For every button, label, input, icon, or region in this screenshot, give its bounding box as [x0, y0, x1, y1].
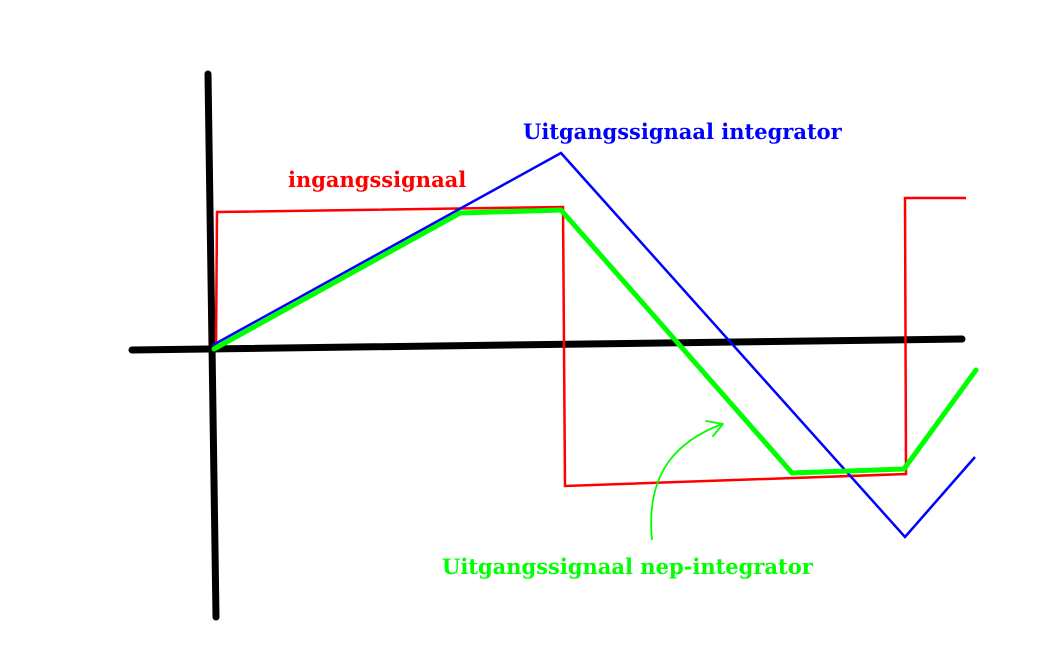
integrator-output-label: Uitgangssignaal integrator: [523, 119, 843, 144]
integrator-output-line: [212, 151, 976, 539]
fake-integrator-output-line: [211, 207, 979, 476]
input-signal-line: [214, 196, 966, 488]
fake-integrator-pointer-arrowhead: [705, 420, 724, 437]
fake-integrator-output-label: Uitgangssignaal nep-integrator: [442, 554, 814, 579]
input-signal-label: ingangssignaal: [288, 167, 466, 192]
fake-integrator-pointer-arrow: [650, 423, 723, 541]
x-axis: [128, 335, 966, 354]
